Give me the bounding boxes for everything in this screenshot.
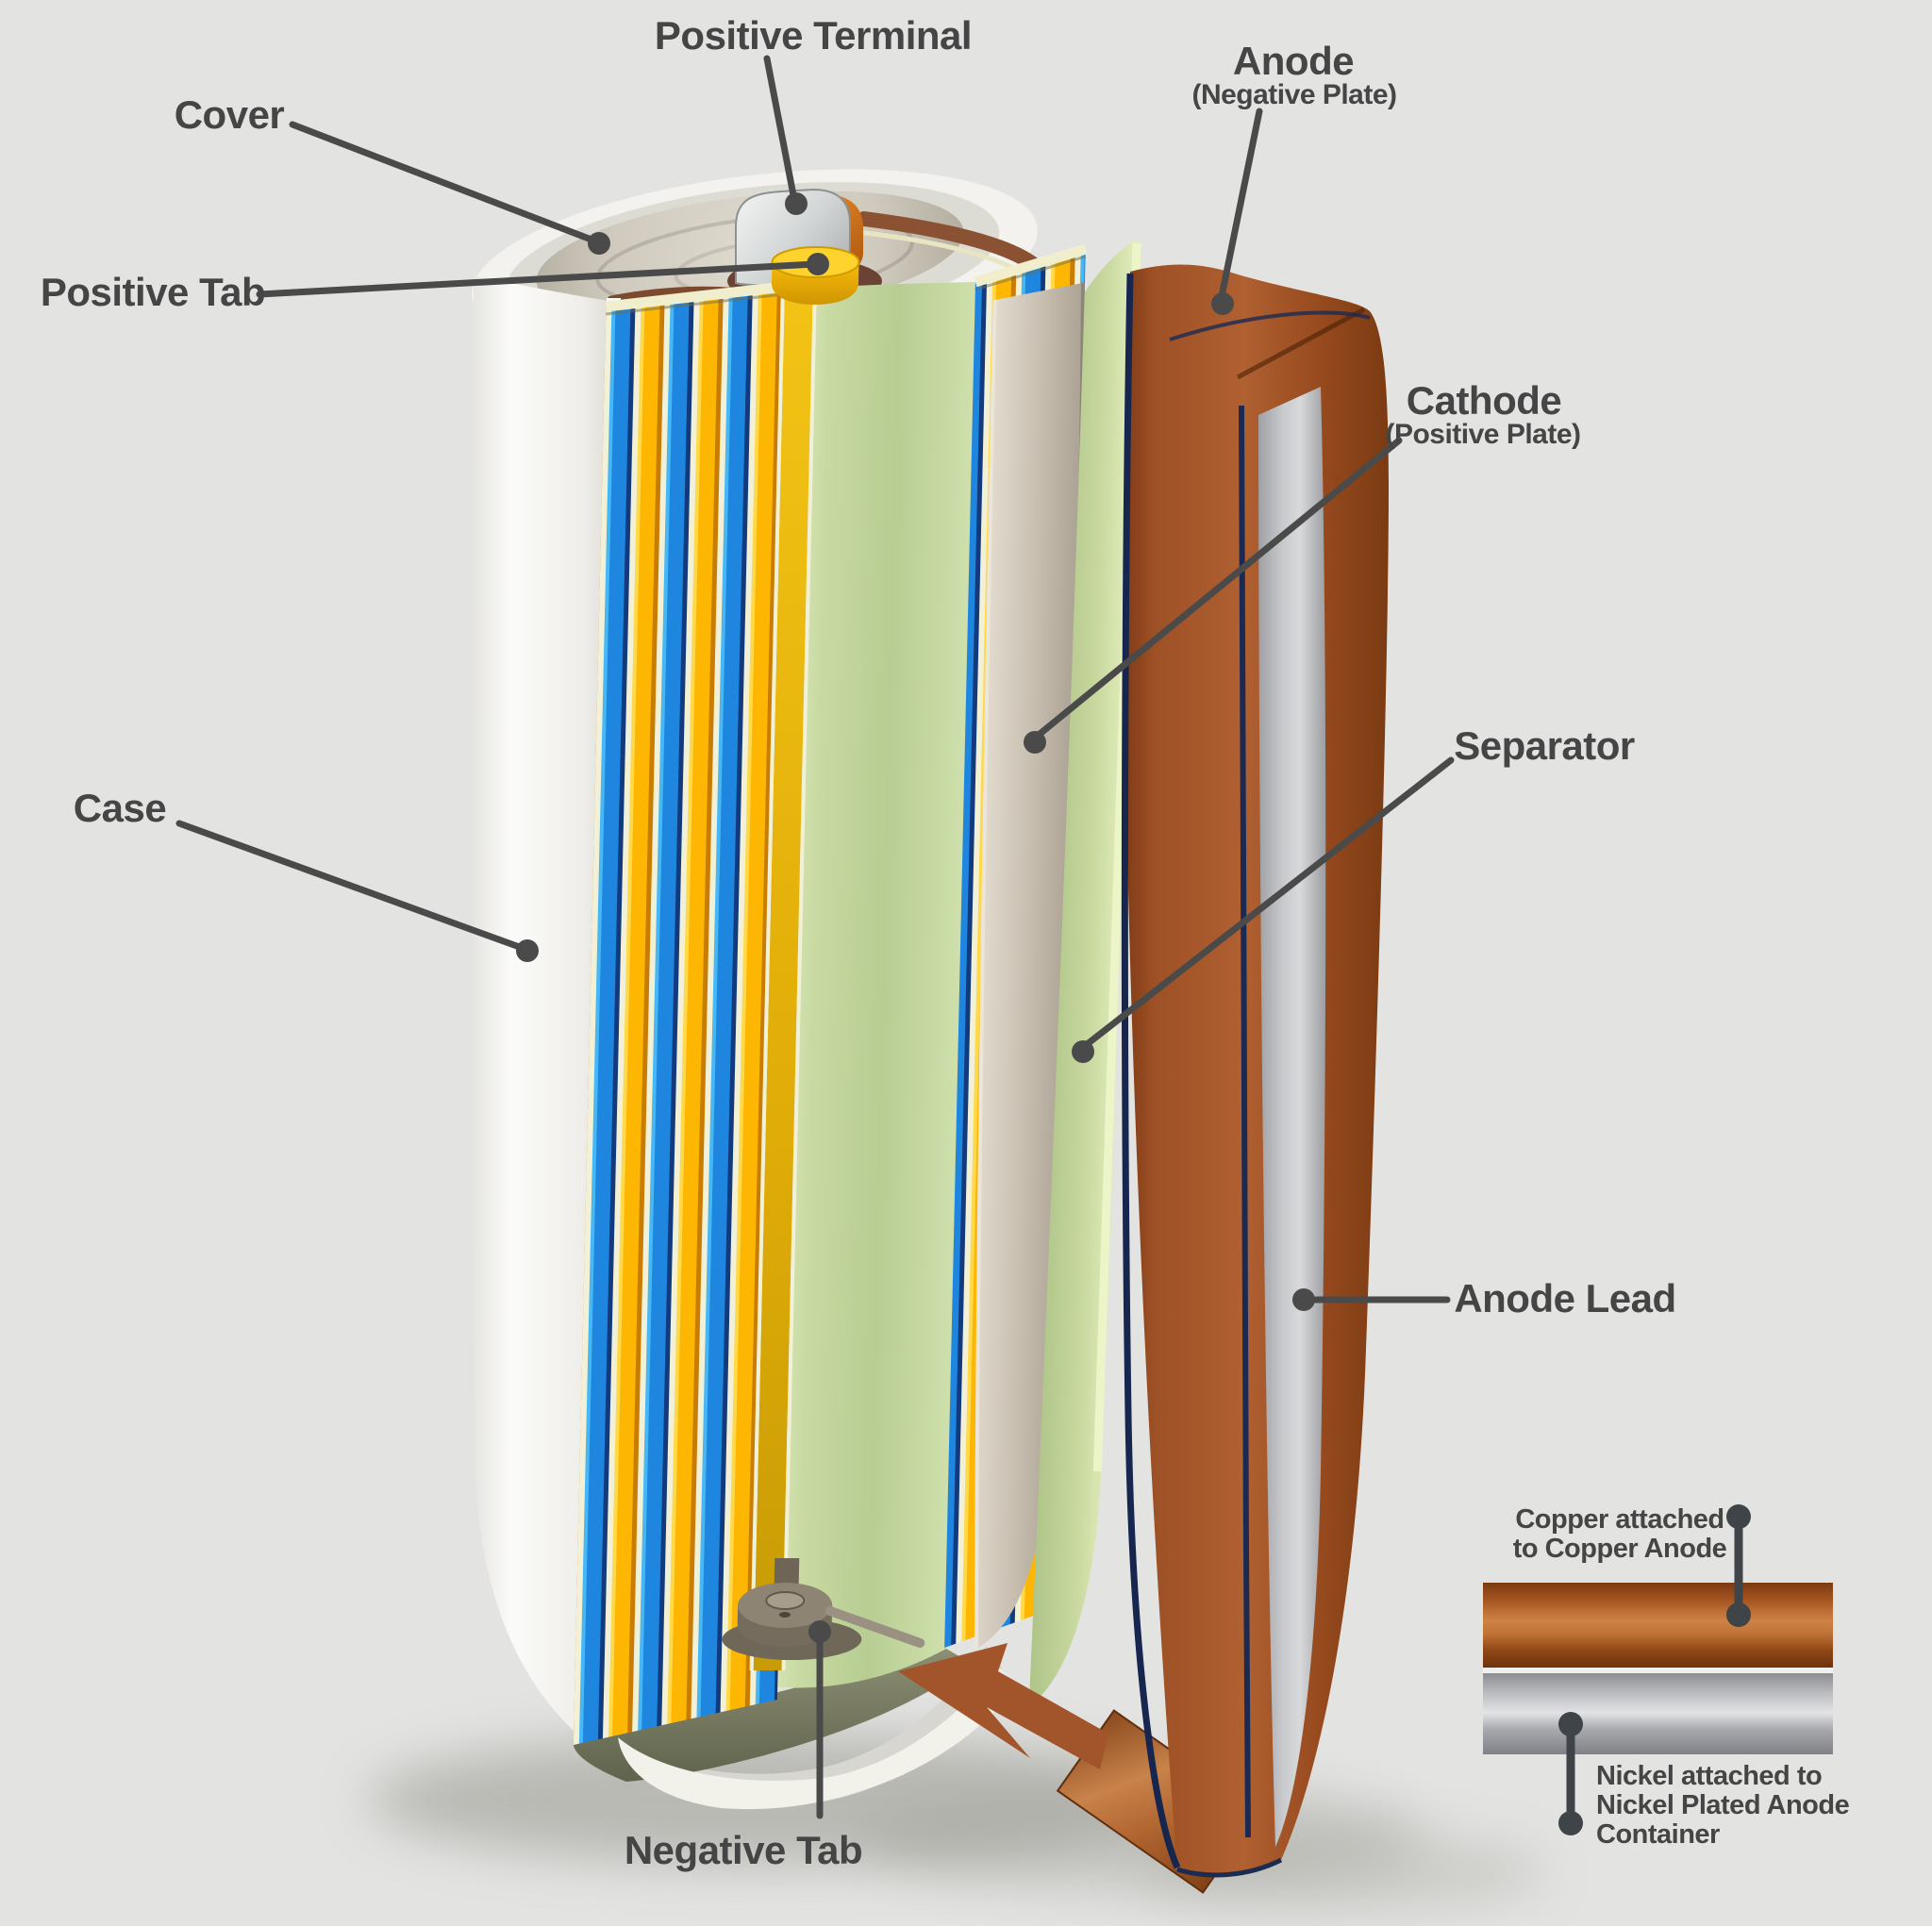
- anode-lead-strip: [1258, 387, 1326, 1847]
- anode-group: [1121, 264, 1389, 1878]
- negative-tab-hole: [778, 1612, 791, 1618]
- leader-anode: [1217, 108, 1263, 305]
- negative-lead: [825, 1606, 925, 1648]
- inset-nickel-bar: [1483, 1673, 1833, 1754]
- dot-anode-lead: [1292, 1288, 1315, 1311]
- battery-interior: [573, 240, 1141, 1782]
- dot-case: [516, 939, 539, 962]
- dot-negative-tab: [808, 1620, 831, 1643]
- dot-anode: [1211, 292, 1234, 315]
- leader-positive-tab: [256, 260, 819, 298]
- inset-copper-dot-bottom: [1726, 1602, 1751, 1627]
- anode-coating-line: [1239, 405, 1251, 1838]
- right-plate-rail: [974, 243, 1088, 288]
- inset-copper-label-line2: to Copper Anode: [1513, 1534, 1727, 1564]
- inset-bar-divider: [1483, 1668, 1833, 1673]
- label-case: Case: [74, 786, 166, 830]
- label-cathode-sub: (Positive Plate): [1385, 419, 1580, 450]
- inset-nickel-dot-top: [1558, 1712, 1583, 1736]
- label-negative-tab: Negative Tab: [625, 1828, 862, 1872]
- inset-nickel-label-line2: Nickel Plated Anode: [1596, 1790, 1850, 1820]
- dot-positive-tab: [807, 253, 829, 275]
- cathode-plate-highlight: [974, 299, 997, 1650]
- left-plate-stack: [573, 284, 809, 1745]
- negative-tab-nub: [765, 1591, 806, 1610]
- leader-case: [175, 820, 528, 953]
- positive-tab-body: [771, 262, 859, 305]
- leader-cover: [289, 121, 600, 245]
- label-separator: Separator: [1454, 723, 1635, 768]
- inset-copper-dot-top: [1726, 1504, 1751, 1529]
- inset-copper-label-line1: Copper attached: [1515, 1504, 1724, 1535]
- right-plate-rail-shadow: [974, 255, 1087, 291]
- cathode-lead-strip-edge-left: [749, 298, 785, 1670]
- inset-panel: Copper attached to Copper Anode Nickel a…: [1483, 1504, 1850, 1850]
- label-cathode: Cathode: [1407, 378, 1562, 423]
- label-anode-lead: Anode Lead: [1454, 1276, 1675, 1320]
- leader-positive-terminal: [763, 55, 798, 204]
- label-anode: Anode: [1233, 39, 1354, 83]
- labels: Positive Terminal Cover Positive Tab Ano…: [41, 13, 1676, 1872]
- label-positive-tab: Positive Tab: [41, 270, 265, 314]
- case-floor: [573, 1649, 971, 1782]
- left-plate-rail-shadow: [606, 290, 809, 316]
- inset-nickel-label-line1: Nickel attached to: [1596, 1761, 1822, 1791]
- label-positive-terminal: Positive Terminal: [655, 13, 972, 58]
- anode-inner-rim: [1169, 310, 1371, 341]
- leader-cathode: [1029, 437, 1403, 743]
- cathode-lead-strip: [753, 298, 813, 1670]
- anode-left-edge: [1121, 273, 1181, 1869]
- label-anode-sub: (Negative Plate): [1191, 79, 1396, 110]
- dot-separator: [1072, 1040, 1094, 1063]
- dot-positive-terminal: [785, 192, 808, 215]
- inset-nickel-dot-bottom: [1558, 1811, 1583, 1835]
- cathode-lead-strip-edge-right: [781, 298, 817, 1670]
- dot-cover: [588, 232, 610, 255]
- direction-arrow: [898, 1643, 1108, 1769]
- leaders: [175, 55, 1455, 1819]
- anode-bottom-edge: [1176, 1857, 1283, 1878]
- anode-ledge: [1236, 307, 1366, 380]
- label-cover: Cover: [175, 92, 285, 137]
- separator-sheet: [1028, 240, 1141, 1707]
- inset-copper-bar: [1483, 1583, 1833, 1668]
- inset-nickel-label-line3: Container: [1596, 1819, 1720, 1850]
- leader-separator: [1077, 756, 1455, 1053]
- dot-cathode: [1024, 731, 1046, 754]
